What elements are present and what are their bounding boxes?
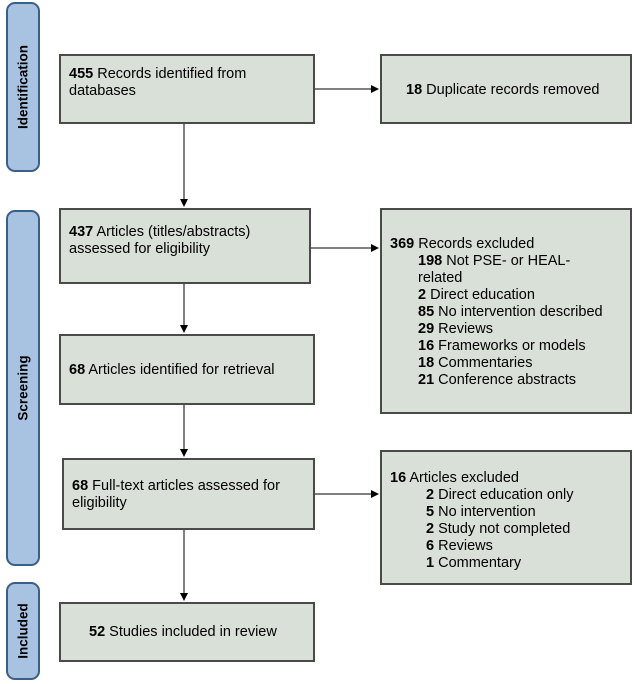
phase-included: Included bbox=[6, 582, 40, 680]
records-excluded-item: 16 Frameworks or models bbox=[418, 338, 586, 354]
articles-retrieval-box: 68 Articles identified for retrieval bbox=[59, 334, 315, 405]
records-identified-count: 455 bbox=[69, 66, 94, 82]
duplicates-removed-box: 18 Duplicate records removed bbox=[380, 54, 632, 124]
records-excluded-item: 21 Conference abstracts bbox=[418, 372, 576, 388]
records-excluded-item-cont: related bbox=[418, 270, 463, 286]
studies-included-count: 52 bbox=[89, 624, 106, 640]
fulltext-assessed-box: 68 Full-text articles assessed for eligi… bbox=[62, 458, 315, 530]
articles-excluded-text: Articles excluded bbox=[409, 470, 519, 486]
connector-arrows bbox=[180, 85, 379, 601]
records-excluded-count: 369 bbox=[390, 236, 415, 252]
phase-screening: Screening bbox=[6, 210, 40, 566]
records-excluded-box: 369 Records excluded 198 Not PSE- or HEA… bbox=[380, 208, 632, 414]
articles-excluded-item: 1 Commentary bbox=[426, 555, 522, 571]
articles-assessed-count: 437 bbox=[69, 224, 94, 240]
prisma-flow-diagram: Identification Screening Included 455 Re… bbox=[4, 0, 635, 684]
records-excluded-text: Records excluded bbox=[418, 236, 535, 252]
duplicates-removed-text: Duplicate records removed bbox=[426, 82, 600, 98]
articles-excluded-item: 2 Study not completed bbox=[426, 521, 571, 537]
records-identified-box: 455 Records identified from databases bbox=[59, 54, 315, 124]
fulltext-assessed-count: 68 bbox=[72, 478, 89, 494]
records-identified-text: Records identified from databases bbox=[69, 66, 247, 99]
articles-retrieval-text: Articles identified for retrieval bbox=[88, 362, 275, 378]
records-excluded-item: 198 Not PSE- or HEAL- bbox=[418, 253, 571, 269]
records-excluded-item: 85 No intervention described bbox=[418, 304, 603, 320]
fulltext-assessed-text: Full-text articles assessed for eligibil… bbox=[72, 478, 280, 511]
records-excluded-item: 18 Commentaries bbox=[418, 355, 533, 371]
studies-included-text: Studies included in review bbox=[109, 624, 277, 640]
articles-excluded-count: 16 bbox=[390, 470, 407, 486]
articles-excluded-box: 16 Articles excluded 2 Direct education … bbox=[380, 450, 632, 585]
articles-retrieval-count: 68 bbox=[69, 362, 86, 378]
articles-assessed-text: Articles (titles/abstracts) assessed for… bbox=[69, 224, 251, 257]
articles-excluded-item: 6 Reviews bbox=[426, 538, 493, 554]
studies-included-box: 52 Studies included in review bbox=[59, 602, 315, 662]
records-excluded-item: 2 Direct education bbox=[418, 287, 535, 303]
articles-excluded-item: 5 No intervention bbox=[426, 504, 536, 520]
articles-assessed-box: 437 Articles (titles/abstracts) assessed… bbox=[59, 208, 311, 284]
records-excluded-item: 29 Reviews bbox=[418, 321, 493, 337]
phase-identification: Identification bbox=[6, 2, 40, 172]
duplicates-removed-count: 18 bbox=[406, 82, 423, 98]
articles-excluded-item: 2 Direct education only bbox=[426, 487, 574, 503]
